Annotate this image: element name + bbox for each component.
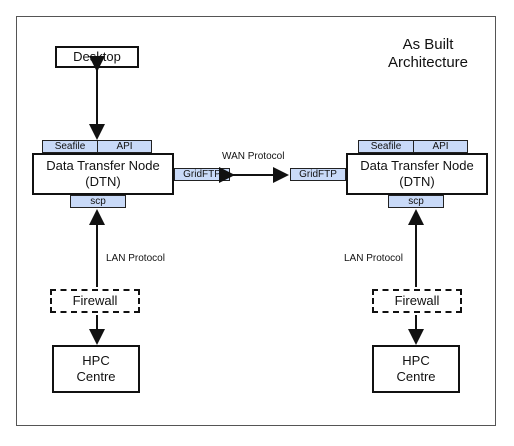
left-scp-label: scp (90, 196, 106, 207)
left-firewall-label: Firewall (72, 293, 118, 308)
right-api-label: API (432, 141, 449, 152)
title-line-2: Architecture (387, 54, 469, 71)
left-scp-tag: scp (70, 195, 126, 208)
right-hpc-line-1: HPC (402, 353, 430, 368)
right-firewall-box: Firewall (372, 289, 462, 313)
left-dtn-line-2: (DTN) (85, 174, 121, 189)
right-scp-tag: scp (388, 195, 444, 208)
left-lan-protocol-label: LAN Protocol (106, 253, 165, 264)
left-dtn-line-1: Data Transfer Node (46, 158, 160, 173)
right-dtn-line-1: Data Transfer Node (360, 158, 474, 173)
diagram-title: As Built Architecture (368, 36, 488, 72)
right-lan-protocol-label: LAN Protocol (344, 253, 403, 264)
left-seafile-tag: Seafile (42, 140, 98, 153)
right-dtn-line-2: (DTN) (399, 174, 435, 189)
left-api-label: API (116, 141, 133, 152)
left-hpc-line-1: HPC (82, 353, 110, 368)
right-api-tag: API (413, 140, 468, 153)
title-line-1: As Built (402, 36, 454, 53)
left-seafile-label: Seafile (54, 141, 86, 152)
right-seafile-label: Seafile (370, 141, 402, 152)
right-hpc-box: HPC Centre (372, 345, 460, 393)
right-gridftp-label: GridFTP (299, 169, 337, 180)
left-gridftp-label: GridFTP (183, 169, 221, 180)
right-scp-label: scp (408, 196, 424, 207)
left-dtn-box: Data Transfer Node (DTN) (32, 153, 174, 195)
left-gridftp-tag: GridFTP (174, 168, 230, 181)
left-hpc-line-2: Centre (76, 369, 116, 384)
left-firewall-box: Firewall (50, 289, 140, 313)
right-dtn-box: Data Transfer Node (DTN) (346, 153, 488, 195)
left-api-tag: API (97, 140, 152, 153)
right-gridftp-tag: GridFTP (290, 168, 346, 181)
left-hpc-box: HPC Centre (52, 345, 140, 393)
wan-protocol-label: WAN Protocol (222, 151, 285, 162)
right-firewall-label: Firewall (394, 293, 440, 308)
right-hpc-line-2: Centre (396, 369, 436, 384)
diagram-frame (16, 16, 496, 426)
